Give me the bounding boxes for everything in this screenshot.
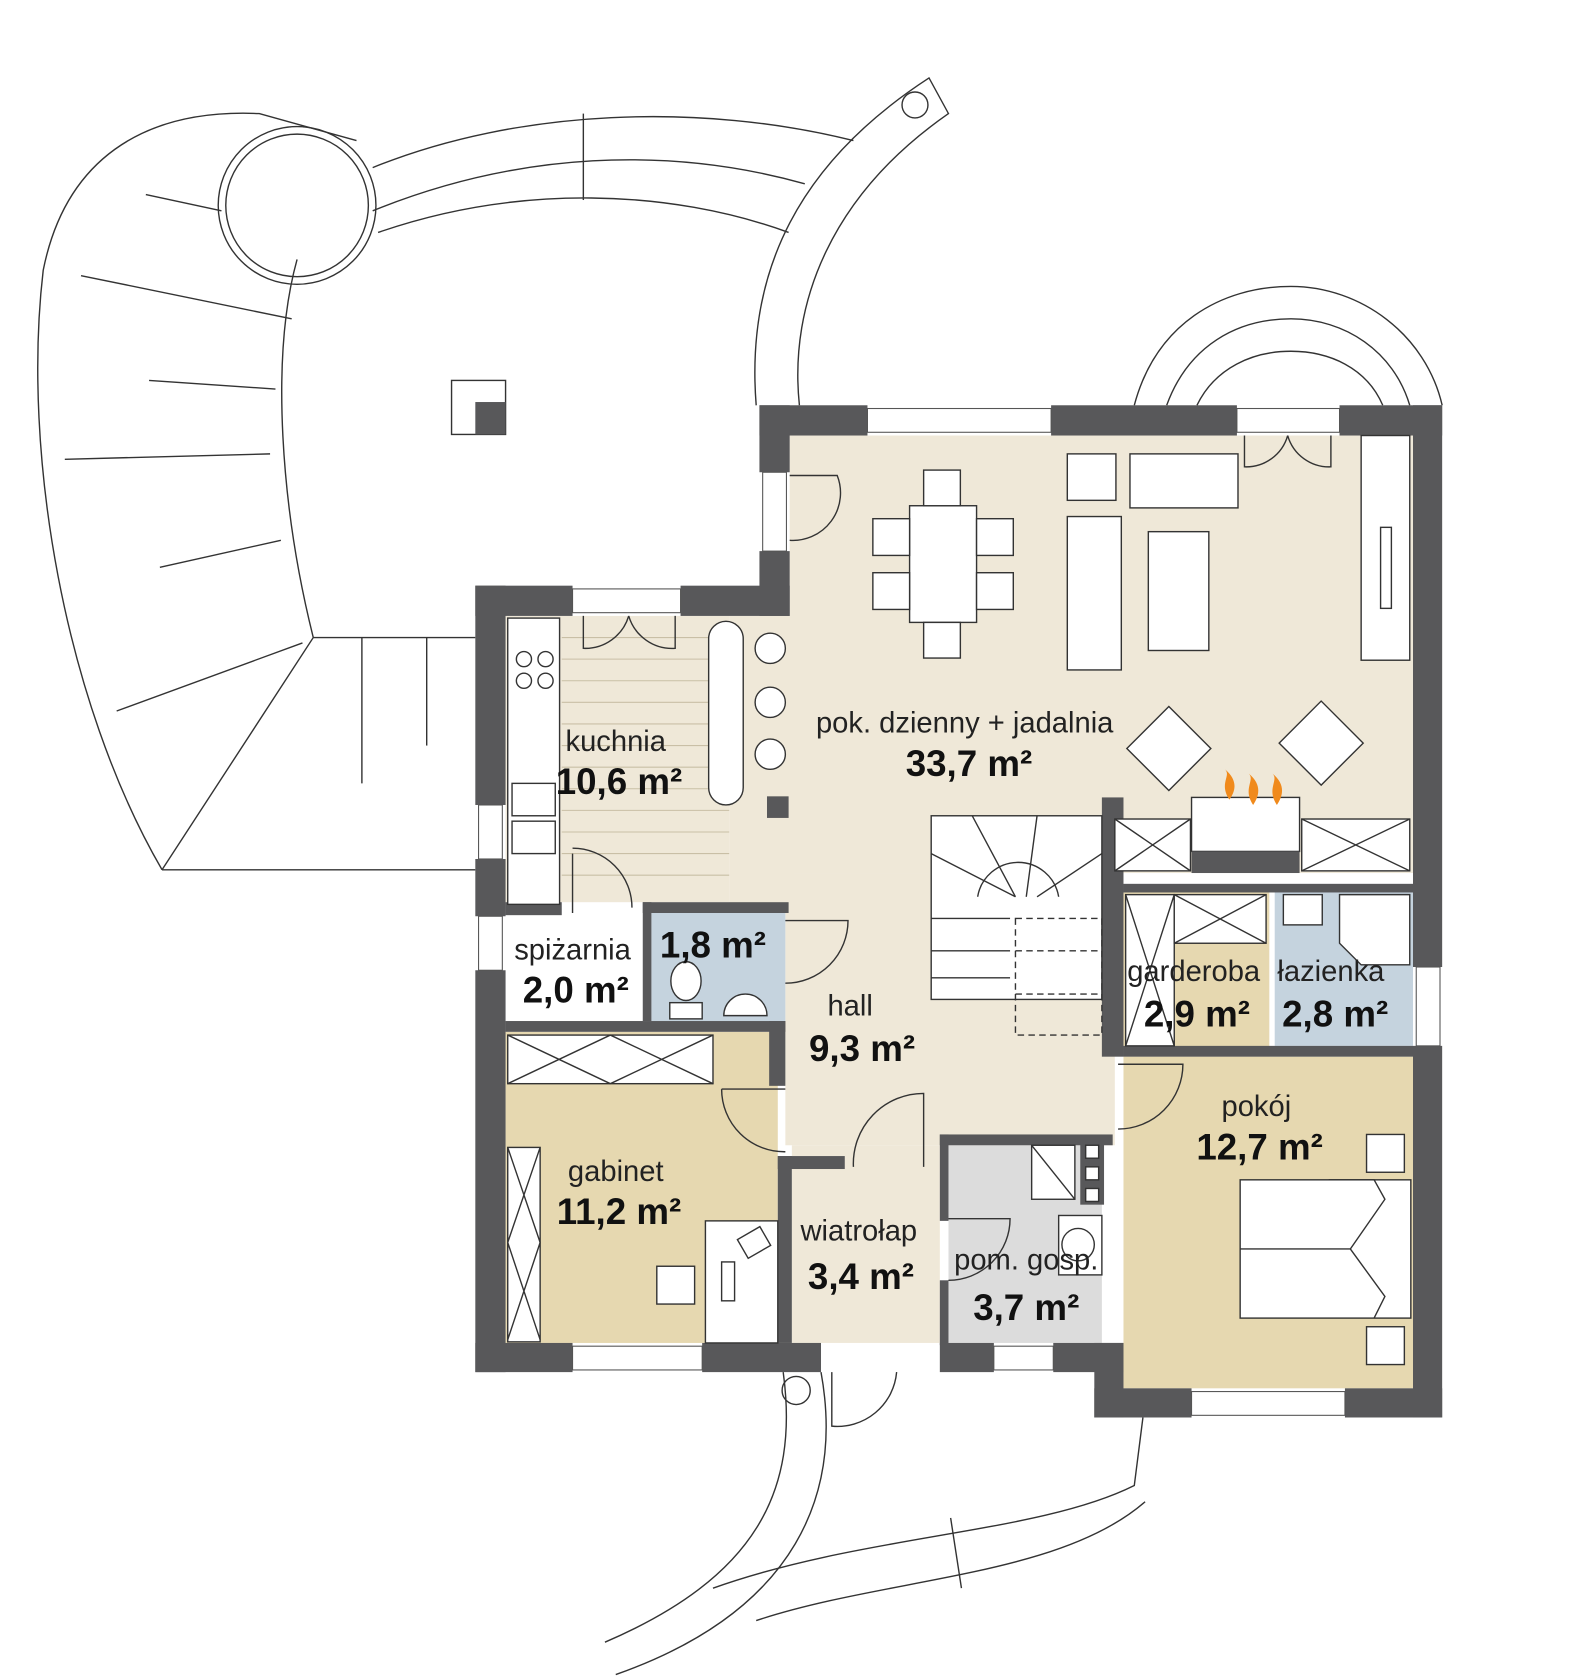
room-area-living: 33,7 m²: [906, 743, 1033, 784]
room-area-vestibule: 3,4 m²: [808, 1256, 914, 1297]
room-name-wardrobe: garderoba: [1127, 956, 1261, 988]
room-name-study: gabinet: [568, 1156, 664, 1188]
kitchen-counter: [507, 617, 561, 906]
dining-table: [908, 505, 978, 624]
room-name-hall: hall: [827, 991, 872, 1023]
doors: [571, 435, 1332, 1428]
room-area-bathroom: 2,8 m²: [1282, 993, 1388, 1034]
furniture: [507, 434, 1412, 1366]
room-labels: pok. dzienny + jadalnia 33,7 m² kuchnia …: [514, 708, 1388, 1329]
sofa: [1129, 453, 1239, 509]
room-name-utility: pom. gosp.: [954, 1244, 1098, 1276]
chimney: [475, 402, 506, 435]
room-area-bedroom: 12,7 m²: [1196, 1126, 1323, 1167]
room-area-pantry: 2,0 m²: [523, 970, 629, 1011]
round-column: [217, 125, 377, 285]
room-name-vestibule: wiatrołap: [799, 1215, 917, 1247]
room-area-utility: 3,7 m²: [973, 1287, 1079, 1328]
coffee-table: [1147, 530, 1210, 652]
stairs: [930, 815, 1103, 1001]
room-name-living: pok. dzienny + jadalnia: [816, 708, 1114, 740]
fireplace: [1190, 796, 1301, 853]
walls: [475, 405, 1443, 1418]
room-area-study: 11,2 m²: [557, 1191, 682, 1232]
room-name-kitchen: kuchnia: [566, 726, 667, 758]
room-area-wardrobe: 2,9 m²: [1144, 993, 1250, 1034]
windows: [478, 407, 1441, 1416]
room-name-bathroom: łazienka: [1277, 956, 1385, 988]
room-area-kitchen: 10,6 m²: [556, 761, 683, 802]
terrace-outlines: [37, 76, 1443, 1676]
sofa: [1066, 515, 1123, 671]
fire-icon: [1224, 769, 1283, 805]
room-name-bedroom: pokój: [1222, 1091, 1292, 1123]
room-area-hall: 9,3 m²: [809, 1028, 915, 1069]
room-area-wc: 1,8 m²: [660, 924, 766, 965]
room-name-pantry: spiżarnia: [514, 934, 631, 966]
